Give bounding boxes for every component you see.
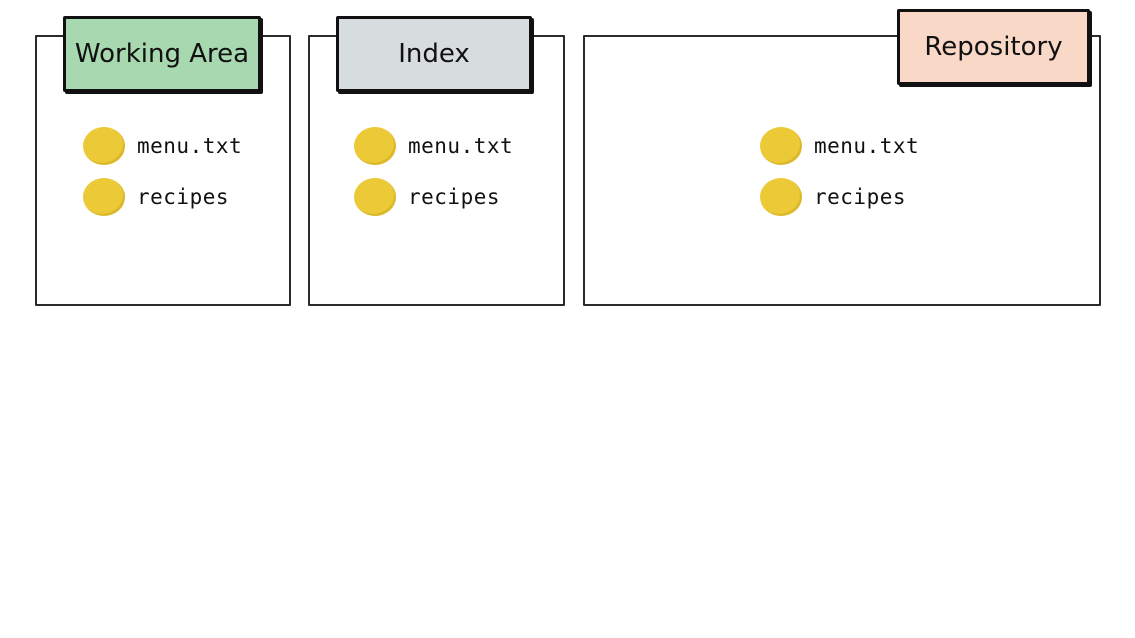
list-item: recipes <box>354 178 500 216</box>
working-area-label: Working Area <box>63 16 261 92</box>
list-item: recipes <box>760 178 906 216</box>
file-name: menu.txt <box>408 134 514 158</box>
list-item: menu.txt <box>354 127 513 165</box>
file-name: menu.txt <box>137 134 243 158</box>
list-item: recipes <box>83 178 229 216</box>
file-name: recipes <box>814 185 907 209</box>
file-name: recipes <box>408 185 501 209</box>
file-dot-icon <box>354 178 396 216</box>
list-item: menu.txt <box>83 127 242 165</box>
file-name: recipes <box>137 185 230 209</box>
file-dot-icon <box>760 178 802 216</box>
repository-label: Repository <box>897 9 1090 85</box>
index-label: Index <box>336 16 532 92</box>
file-dot-icon <box>354 127 396 165</box>
file-name: menu.txt <box>814 134 920 158</box>
list-item: menu.txt <box>760 127 919 165</box>
file-dot-icon <box>83 178 125 216</box>
file-dot-icon <box>760 127 802 165</box>
file-dot-icon <box>83 127 125 165</box>
